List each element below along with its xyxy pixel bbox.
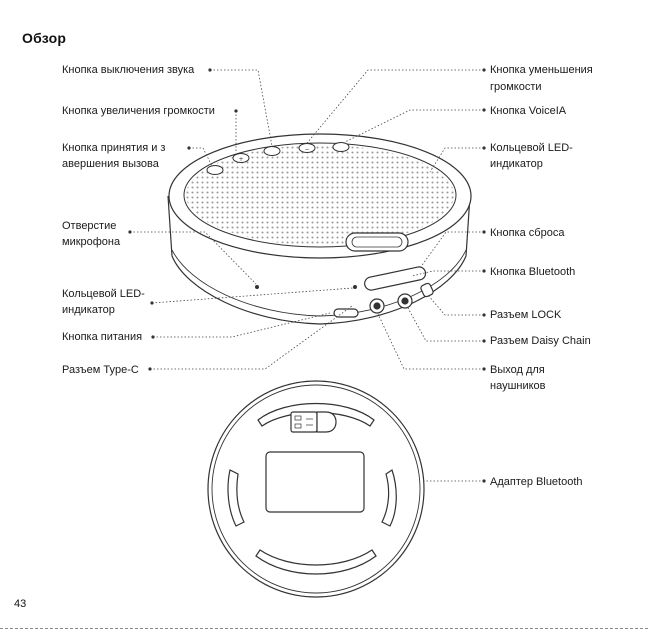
label-volume-down-2: громкости (490, 81, 542, 93)
label-volume-down-1: Кнопка уменьшения (490, 64, 593, 76)
label-mute-button: Кнопка выключения звука (62, 64, 195, 76)
page-title: Обзор (22, 30, 67, 46)
label-voiceia-button: Кнопка VoiceIA (490, 105, 567, 117)
label-daisy-chain-port: Разъем Daisy Chain (490, 335, 591, 347)
voiceia-button-icon (332, 142, 350, 152)
label-call-button-1: Кнопка принятия и з (62, 142, 166, 154)
volume-up-button-icon (232, 153, 250, 163)
label-ring-led-left-2: индикатор (62, 304, 115, 316)
label-power-button: Кнопка питания (62, 331, 143, 343)
label-type-c-port: Разъем Type-C (62, 364, 139, 376)
bluetooth-button-shape (364, 266, 427, 291)
svg-text:−: − (304, 146, 309, 153)
reset-slot (345, 232, 409, 252)
label-reset-button: Кнопка сброса (490, 227, 565, 239)
label-ring-led-left-1: Кольцевой LED- (62, 288, 145, 300)
label-ring-led-right-2: индикатор (490, 158, 543, 170)
call-button-icon (206, 165, 224, 175)
top-buttons: + − (206, 142, 350, 175)
label-bluetooth-button: Кнопка Bluetooth (490, 266, 576, 278)
label-mic-hole-1: Отверстие (62, 220, 117, 232)
label-bluetooth-adapter: Адаптер Bluetooth (490, 476, 583, 488)
label-ring-led-right-1: Кольцевой LED- (490, 142, 573, 154)
bluetooth-adapter-shape (290, 411, 318, 433)
mute-button-icon (263, 146, 281, 156)
volume-down-button-icon (298, 143, 316, 153)
label-lock-port: Разъем LOCK (490, 309, 562, 321)
speakerphone (167, 133, 472, 325)
label-mic-hole-2: микрофона (62, 236, 121, 248)
label-volume-up-button: Кнопка увеличения громкости (62, 105, 215, 117)
page-number: 43 (14, 598, 27, 610)
type-c-shape (333, 308, 359, 318)
svg-text:+: + (238, 156, 243, 163)
speakerphone-bottom (207, 380, 425, 598)
label-headphone-out-1: Выход для (490, 364, 545, 376)
speaker-grille (186, 145, 454, 245)
bottom-rule (0, 628, 648, 629)
label-headphone-out-2: наушников (490, 380, 546, 392)
lock-port (420, 282, 434, 298)
label-call-button-2: авершения вызова (62, 158, 159, 170)
